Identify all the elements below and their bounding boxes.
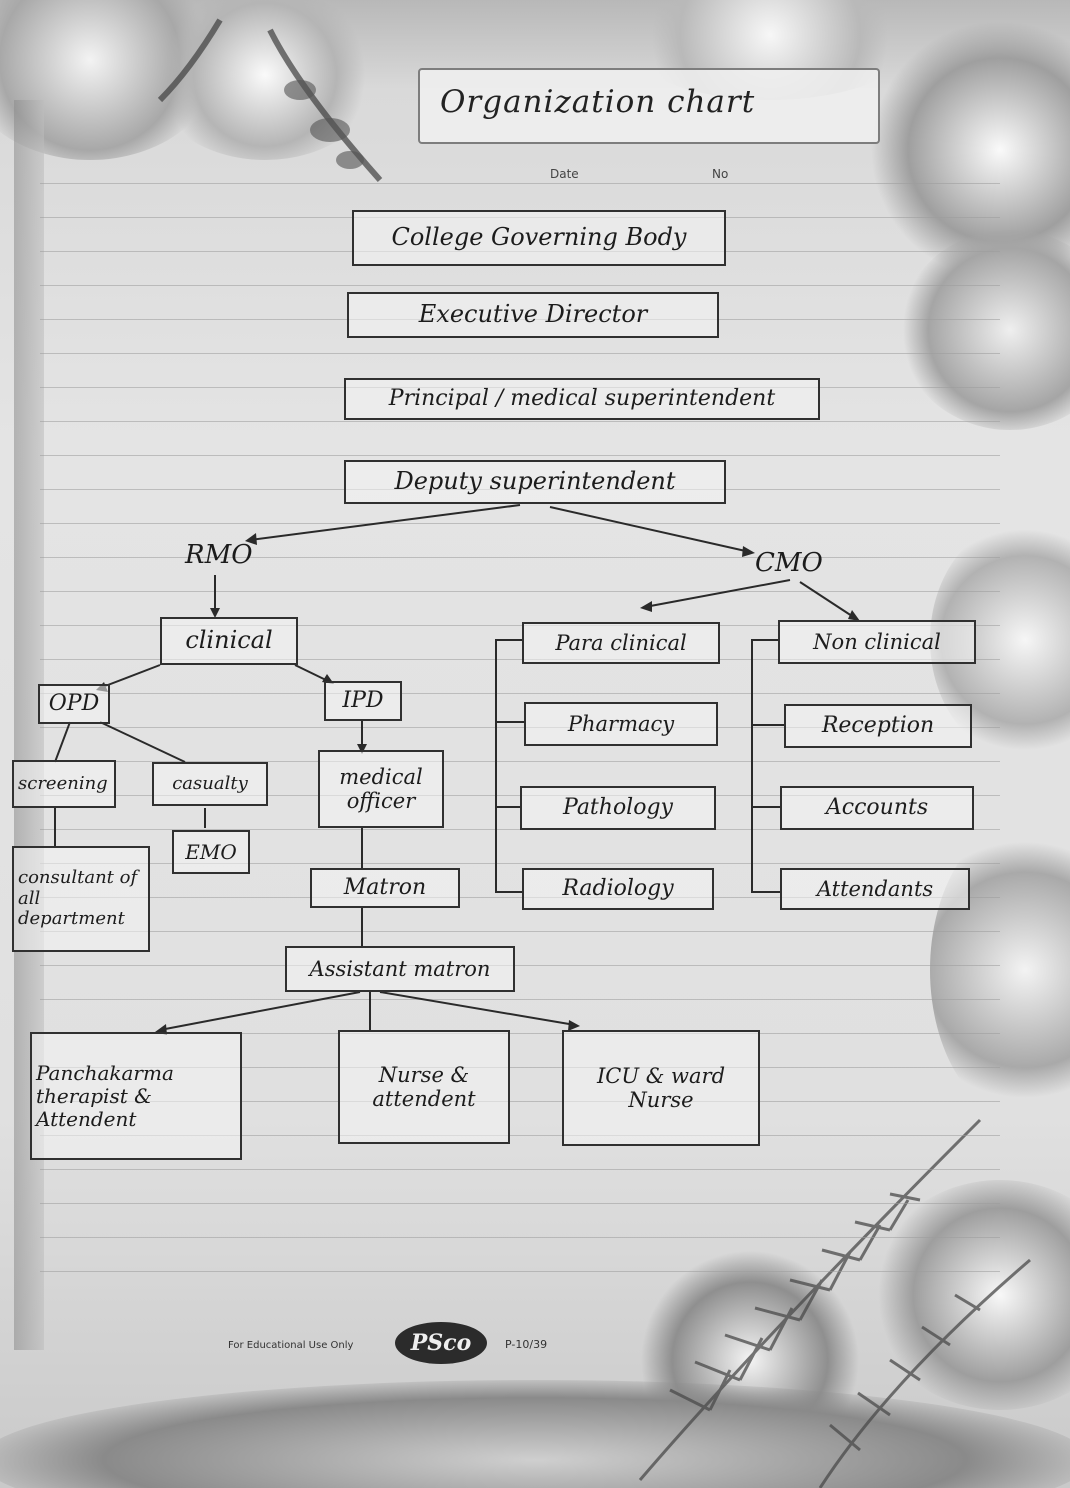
node-governing-body: College Governing Body bbox=[352, 210, 726, 266]
node-emo: EMO bbox=[172, 830, 250, 874]
title-box: Organization chart bbox=[418, 68, 880, 144]
label-rmo: RMO bbox=[185, 540, 253, 570]
date-label: Date bbox=[550, 167, 579, 181]
node-non-clinical: Non clinical bbox=[778, 620, 976, 664]
node-matron: Matron bbox=[310, 868, 460, 908]
node-icu-ward-nurse: ICU & ward Nurse bbox=[562, 1030, 760, 1146]
node-reception: Reception bbox=[784, 704, 972, 748]
node-assistant-matron: Assistant matron bbox=[285, 946, 515, 992]
node-clinical: clinical bbox=[160, 617, 298, 665]
footer-logo: PSco bbox=[395, 1322, 487, 1364]
label-cmo: CMO bbox=[755, 548, 823, 578]
node-screening: screening bbox=[12, 760, 116, 808]
footer-code: P-10/39 bbox=[505, 1338, 548, 1351]
node-pathology: Pathology bbox=[520, 786, 716, 830]
node-executive-director: Executive Director bbox=[347, 292, 719, 338]
node-accounts: Accounts bbox=[780, 786, 974, 830]
node-principal: Principal / medical superintendent bbox=[344, 378, 820, 420]
node-casualty: casualty bbox=[152, 762, 268, 806]
node-nurse-attendant: Nurse & attendent bbox=[338, 1030, 510, 1144]
node-opd: OPD bbox=[38, 684, 110, 724]
node-attendants: Attendants bbox=[780, 868, 970, 910]
footer-brand-text: For Educational Use Only bbox=[228, 1340, 354, 1351]
node-deputy-superintendent: Deputy superintendent bbox=[344, 460, 726, 504]
node-consultant: consultant of all department bbox=[12, 846, 150, 952]
node-para-clinical: Para clinical bbox=[522, 622, 720, 664]
number-label: No bbox=[712, 167, 729, 181]
node-pharmacy: Pharmacy bbox=[524, 702, 718, 746]
page-title: Organization chart bbox=[440, 84, 756, 120]
node-ipd: IPD bbox=[324, 681, 402, 721]
node-radiology: Radiology bbox=[522, 868, 714, 910]
node-medical-officer: medical officer bbox=[318, 750, 444, 828]
node-panchakarma: Panchakarma therapist & Attendent bbox=[30, 1032, 242, 1160]
